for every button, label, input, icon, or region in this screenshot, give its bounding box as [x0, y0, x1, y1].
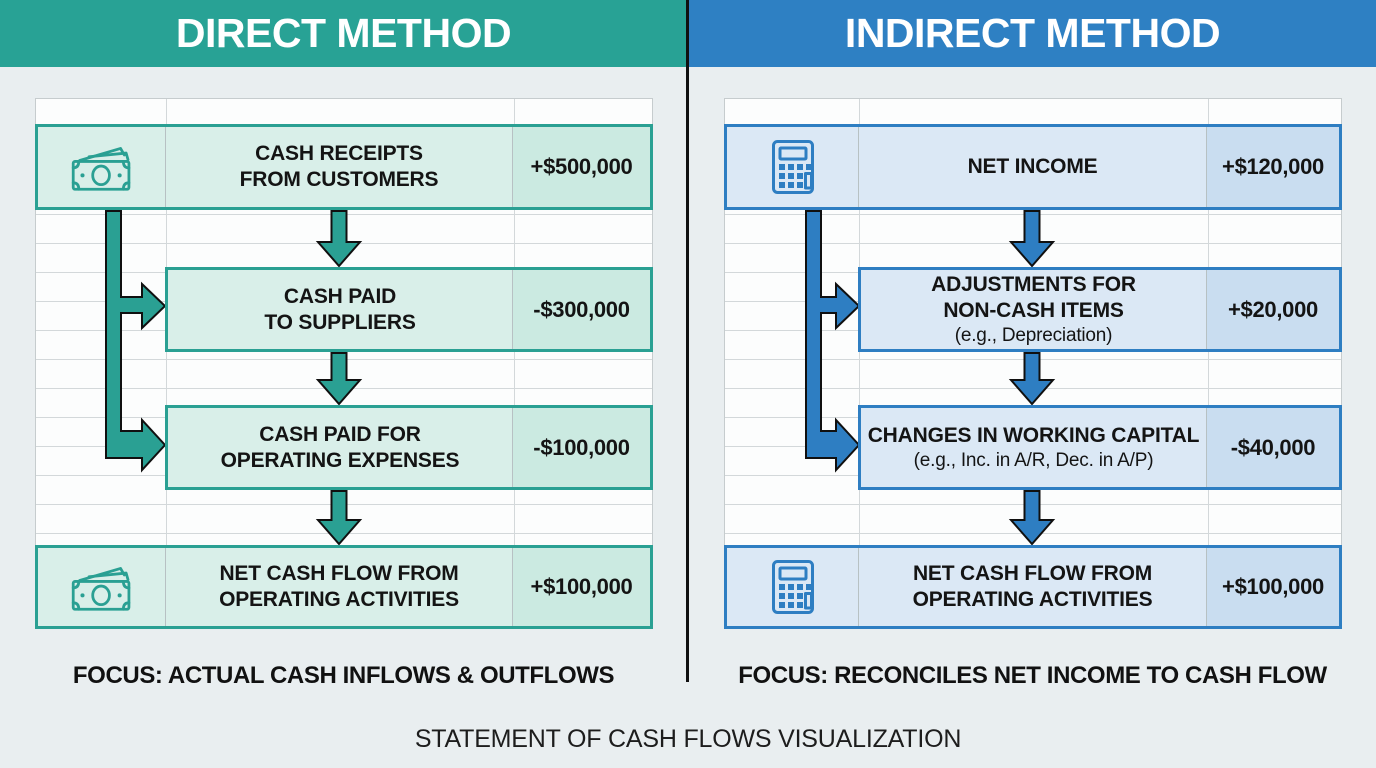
calculator-icon: [727, 127, 859, 207]
focus-label: FOCUS:: [72, 662, 163, 689]
box-value: +$120,000: [1206, 127, 1339, 207]
box-label-text: NET CASH FLOW FROM OPERATING ACTIVITIES: [219, 562, 459, 611]
box-value: -$40,000: [1206, 408, 1339, 487]
box-label-text: ADJUSTMENTS FOR NON-CASH ITEMS: [931, 273, 1136, 322]
box-value: +$500,000: [512, 127, 650, 207]
indirect-box-net-income: NET INCOME +$120,000: [724, 124, 1342, 210]
box-value: +$100,000: [512, 548, 650, 626]
box-label: NET INCOME: [859, 127, 1206, 207]
direct-box-net-cash-flow: NET CASH FLOW FROM OPERATING ACTIVITIES …: [35, 545, 653, 629]
box-label-text: NET CASH FLOW FROM OPERATING ACTIVITIES: [912, 562, 1153, 611]
gridline: [166, 99, 167, 628]
focus-text: ACTUAL CASH INFLOWS & OUTFLOWS: [162, 662, 615, 689]
direct-method-header: DIRECT METHOD: [0, 0, 687, 67]
indirect-box-noncash-adjustments: ADJUSTMENTS FOR NON-CASH ITEMS (e.g., De…: [858, 267, 1342, 352]
box-label-text: CASH RECEIPTS FROM CUSTOMERS: [239, 142, 439, 191]
box-label-text: CHANGES IN WORKING CAPITAL: [867, 424, 1200, 448]
focus-label: FOCUS:: [738, 662, 828, 689]
gridline: [1208, 99, 1209, 628]
indirect-method-title: INDIRECT METHOD: [844, 10, 1221, 56]
indirect-box-net-cash-flow: NET CASH FLOW FROM OPERATING ACTIVITIES …: [724, 545, 1342, 629]
box-label-text: CASH PAID TO SUPPLIERS: [264, 284, 416, 334]
indirect-box-working-capital: CHANGES IN WORKING CAPITAL (e.g., Inc. i…: [858, 405, 1342, 490]
box-label: CASH RECEIPTS FROM CUSTOMERS: [166, 127, 512, 207]
direct-box-cash-paid-suppliers: CASH PAID TO SUPPLIERS -$300,000: [165, 267, 653, 352]
indirect-focus-line: FOCUS: RECONCILES NET INCOME TO CASH FLO…: [689, 662, 1376, 690]
direct-box-cash-receipts: CASH RECEIPTS FROM CUSTOMERS +$500,000: [35, 124, 653, 210]
box-label: NET CASH FLOW FROM OPERATING ACTIVITIES: [859, 548, 1206, 626]
gridline: [514, 99, 515, 628]
direct-box-cash-paid-expenses: CASH PAID FOR OPERATING EXPENSES -$100,0…: [165, 405, 653, 490]
diagram-caption: STATEMENT OF CASH FLOWS VISUALIZATION: [414, 725, 962, 753]
box-label: ADJUSTMENTS FOR NON-CASH ITEMS (e.g., De…: [861, 270, 1206, 349]
direct-focus-line: FOCUS: ACTUAL CASH INFLOWS & OUTFLOWS: [0, 662, 687, 690]
cash-icon: [38, 127, 166, 207]
calculator-icon: [727, 548, 859, 626]
box-label: CASH PAID TO SUPPLIERS: [168, 270, 512, 349]
box-value: +$20,000: [1206, 270, 1339, 349]
box-value: +$100,000: [1206, 548, 1339, 626]
box-value: -$300,000: [512, 270, 650, 349]
vertical-divider: [686, 0, 689, 682]
box-label-text: CASH PAID FOR OPERATING EXPENSES: [220, 422, 460, 472]
cash-icon: [38, 548, 166, 626]
indirect-method-header: INDIRECT METHOD: [689, 0, 1376, 67]
box-label-text: NET INCOME: [967, 155, 1098, 179]
direct-method-title: DIRECT METHOD: [175, 10, 512, 56]
box-label: NET CASH FLOW FROM OPERATING ACTIVITIES: [166, 548, 512, 626]
focus-text: RECONCILES NET INCOME TO CASH FLOW: [827, 662, 1327, 689]
box-label: CASH PAID FOR OPERATING EXPENSES: [168, 408, 512, 487]
box-label: CHANGES IN WORKING CAPITAL (e.g., Inc. i…: [861, 408, 1206, 487]
box-value: -$100,000: [512, 408, 650, 487]
box-note-text: (e.g., Inc. in A/R, Dec. in A/P): [913, 449, 1154, 471]
box-note-text: (e.g., Depreciation): [954, 324, 1113, 346]
